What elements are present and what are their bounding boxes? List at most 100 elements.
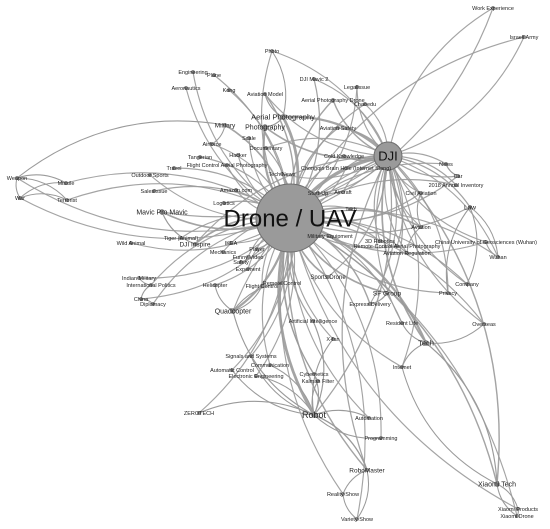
- node-car[interactable]: [456, 174, 460, 178]
- node-xiaomi-tech[interactable]: [494, 481, 500, 487]
- node-robot[interactable]: [311, 412, 317, 418]
- node-communication[interactable]: [268, 363, 272, 367]
- node-travel[interactable]: [172, 166, 176, 170]
- node-quadcopter[interactable]: [230, 308, 236, 314]
- node-xiaomi-products[interactable]: [516, 507, 520, 511]
- node-photography[interactable]: [262, 124, 268, 130]
- node-signals-and-systems[interactable]: [249, 354, 253, 358]
- node-hacker[interactable]: [236, 153, 240, 157]
- edge-dji-robomaster: [341, 155, 389, 471]
- node-flight-control-aerial[interactable]: [225, 163, 229, 167]
- node-war[interactable]: [18, 196, 22, 200]
- node-expement[interactable]: [246, 267, 250, 271]
- node-aerial-photography[interactable]: [280, 114, 286, 120]
- node-automation[interactable]: [367, 416, 371, 420]
- node-israeli-army[interactable]: [522, 35, 526, 39]
- node-automatic-control[interactable]: [230, 368, 234, 372]
- node-tech-news[interactable]: [280, 172, 284, 176]
- node-aviation-model[interactable]: [263, 92, 267, 96]
- node-aviation-regulation[interactable]: [405, 251, 409, 255]
- node-airforce[interactable]: [210, 142, 214, 146]
- node-news[interactable]: [444, 162, 448, 166]
- hub-node-dji[interactable]: [373, 141, 403, 171]
- node-reality-show[interactable]: [341, 492, 345, 496]
- node-logistics[interactable]: [222, 201, 226, 205]
- node-funny-video[interactable]: [246, 255, 250, 259]
- node-remote-control[interactable]: [280, 281, 284, 285]
- node-x-fan[interactable]: [331, 337, 335, 341]
- node-variety-show[interactable]: [355, 517, 359, 521]
- node-terrorist[interactable]: [65, 198, 69, 202]
- node-resident-life[interactable]: [400, 321, 404, 325]
- node-cold-knowledge[interactable]: [342, 154, 346, 158]
- node-engineering[interactable]: [191, 70, 195, 74]
- node-indian-military[interactable]: [137, 276, 141, 280]
- node-safety[interactable]: [239, 260, 243, 264]
- node-aeronautics[interactable]: [184, 86, 188, 90]
- node-civil-aviation[interactable]: [419, 191, 423, 195]
- node-photo[interactable]: [270, 49, 274, 53]
- node-player[interactable]: [255, 247, 259, 251]
- node-plane[interactable]: [212, 73, 216, 77]
- node-amazon-com[interactable]: [234, 188, 238, 192]
- node-tech[interactable]: [349, 207, 353, 211]
- node-chaoedu[interactable]: [363, 102, 367, 106]
- node-company[interactable]: [465, 282, 469, 286]
- node-work-experience[interactable]: [491, 6, 495, 10]
- node-robomaster[interactable]: [365, 468, 369, 472]
- node-dji-inspire[interactable]: [193, 242, 197, 246]
- node-xiaomi-drone[interactable]: [515, 514, 519, 518]
- node-tech-2[interactable]: [423, 340, 429, 346]
- node-legalissue[interactable]: [355, 85, 359, 89]
- node-diplomacy[interactable]: [151, 302, 155, 306]
- label-civil-aviation: Civil Aviation: [405, 191, 436, 197]
- node-zerotech[interactable]: [197, 411, 201, 415]
- node-aviation[interactable]: [419, 225, 423, 229]
- node-aviation-safety[interactable]: [336, 126, 340, 130]
- node-china[interactable]: [139, 297, 143, 301]
- node-documentary[interactable]: [264, 146, 268, 150]
- node-aircraft[interactable]: [341, 190, 345, 194]
- node-sports-drone[interactable]: [326, 275, 330, 279]
- node-helicopter[interactable]: [213, 283, 217, 287]
- node-remote-control-aerial[interactable]: [395, 244, 399, 248]
- node-flight-control[interactable]: [260, 284, 264, 288]
- node-tangerian[interactable]: [198, 155, 202, 159]
- node-privacy[interactable]: [446, 291, 450, 295]
- node-electronic-engineering[interactable]: [254, 374, 258, 378]
- node-missile[interactable]: [64, 181, 68, 185]
- node-weapon[interactable]: [15, 176, 19, 180]
- node-wuhan[interactable]: [496, 255, 500, 259]
- node-mavic-pro-mavic[interactable]: [159, 209, 165, 215]
- node-aerial-photography-drone[interactable]: [331, 98, 335, 102]
- hub-node-drone[interactable]: [255, 183, 325, 253]
- node-tiger-animal[interactable]: [179, 236, 183, 240]
- node-military-equipment[interactable]: [328, 234, 332, 238]
- node-sf-group[interactable]: [385, 291, 389, 295]
- node-start-up[interactable]: [316, 191, 320, 195]
- node-cybernetics[interactable]: [312, 372, 316, 376]
- node-express-delivery[interactable]: [368, 302, 372, 306]
- node-intemet[interactable]: [400, 365, 404, 369]
- label-automation: Automation: [355, 416, 383, 422]
- node-scale[interactable]: [247, 136, 251, 140]
- node-kalman-filter[interactable]: [316, 379, 320, 383]
- node-chongqin-brain-hole[interactable]: [344, 166, 348, 170]
- node-mechanics[interactable]: [221, 250, 225, 254]
- node-salesissue[interactable]: [152, 189, 156, 193]
- node-kong[interactable]: [227, 88, 231, 92]
- node-military[interactable]: [223, 123, 227, 127]
- node-annual-inventory[interactable]: [454, 183, 458, 187]
- node-wild-animal[interactable]: [129, 241, 133, 245]
- node-ikea[interactable]: [229, 241, 233, 245]
- node-overseas[interactable]: [482, 322, 486, 326]
- node-china-univ-geosciences[interactable]: [484, 240, 488, 244]
- node-3d-robotics[interactable]: [378, 239, 382, 243]
- node-dji-mavic-2[interactable]: [312, 77, 316, 81]
- node-international-politics[interactable]: [149, 283, 153, 287]
- node-programming[interactable]: [379, 436, 383, 440]
- node-artificial-intelligence[interactable]: [311, 319, 315, 323]
- node-law[interactable]: [468, 205, 472, 209]
- node-outdoor-sports[interactable]: [148, 173, 152, 177]
